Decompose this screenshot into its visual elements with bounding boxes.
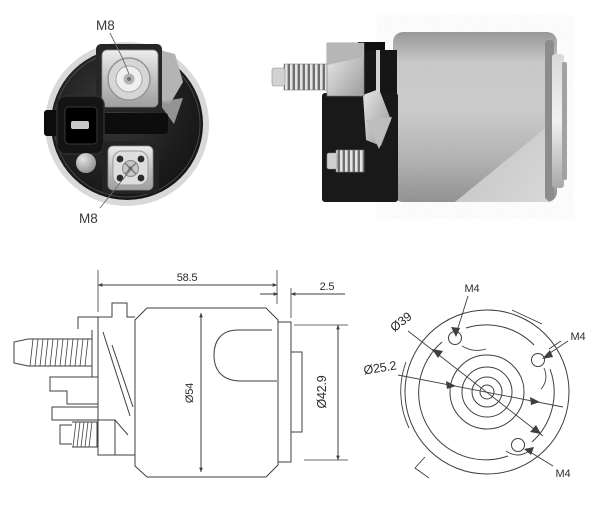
m4-label-top: M4 <box>465 283 480 295</box>
end-cap-rings <box>545 40 567 200</box>
m4-leaders <box>451 295 569 467</box>
dim-d39 <box>407 330 544 437</box>
inner-circle-3 <box>471 376 503 408</box>
rivet-ball <box>76 153 96 173</box>
side-drawing-lines <box>13 270 348 478</box>
side-view-drawing: 58.5 2.5 Ø54 Ø42.9 <box>13 270 348 478</box>
pilot-circle <box>449 354 525 430</box>
cylinder-texture <box>393 32 557 202</box>
solenoid-body-photo <box>271 32 567 202</box>
m4-label-bottom: M4 <box>556 468 571 480</box>
flange-ring <box>278 321 292 463</box>
outer-rim <box>404 309 570 475</box>
terminal-top <box>96 44 162 112</box>
leader-m8-top <box>109 32 130 75</box>
end-boss <box>291 351 303 433</box>
dim-d42-9 <box>294 324 348 461</box>
end-view-photo: M8 M8 <box>44 18 209 226</box>
cavity-curve <box>213 329 277 382</box>
solenoid-cap-photo: M8 M8 <box>44 18 209 226</box>
m8-label-bottom: M8 <box>79 211 98 226</box>
terminal-bottom <box>102 141 159 194</box>
stud-bottom <box>326 149 365 173</box>
end-view-drawing: M4 M4 M4 Ø39 Ø25.2 <box>363 283 586 480</box>
inner-circle-2 <box>461 366 513 418</box>
rim-notches <box>414 309 562 479</box>
connector-pin-slot <box>71 121 89 129</box>
dim-bolt-circle-label: Ø39 <box>388 309 415 334</box>
side-view-photo <box>271 32 567 202</box>
hole-slot-curves <box>461 345 547 456</box>
housing-outline <box>97 302 135 456</box>
bolt-circle-arcs <box>418 324 555 461</box>
dim-pilot-diameter-label: Ø25.2 <box>363 358 398 377</box>
dim-d25-2 <box>397 374 564 408</box>
bracket-lower <box>51 406 129 455</box>
stud-bottom-threads <box>72 421 93 448</box>
m8-label-top: M8 <box>96 18 115 33</box>
m4-hole-right <box>531 353 545 367</box>
dim-body-diameter-label: Ø54 <box>184 383 196 403</box>
rim-double-arc <box>400 361 410 429</box>
top-bracket-wedge <box>158 98 183 124</box>
body-outline <box>134 307 279 478</box>
center-hole <box>479 384 495 400</box>
bracket-step <box>49 331 134 417</box>
stud-top-threads <box>29 338 89 367</box>
dim-flange-diameter-label: Ø42.9 <box>315 375 329 408</box>
m4-label-right: M4 <box>571 331 586 343</box>
connector-socket <box>44 95 105 155</box>
metal-pin <box>376 50 380 92</box>
dim-2-5 <box>260 288 345 318</box>
center-bar <box>98 113 168 134</box>
top-tab <box>77 316 99 329</box>
m4-hole-bottom <box>511 438 525 452</box>
dim-ring-label: 2.5 <box>320 281 335 293</box>
housing-bracket-lower <box>366 117 392 149</box>
dim-length-label: 58.5 <box>177 272 198 284</box>
stud-bottom-outline <box>59 421 98 448</box>
leader-m8-bottom <box>99 168 132 209</box>
dim-58-5 <box>97 270 278 312</box>
stud-top <box>271 42 365 97</box>
end-drawing-lines <box>397 295 570 479</box>
